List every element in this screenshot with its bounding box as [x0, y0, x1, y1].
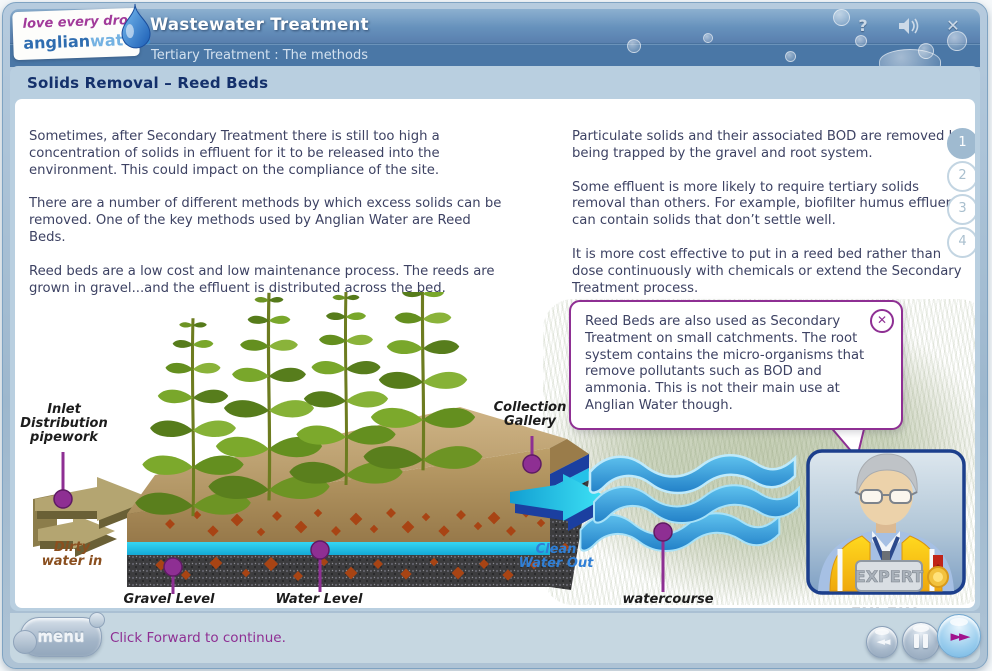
footer-bar: menu Click Forward to continue. ◄◄ ►► — [10, 612, 981, 663]
callout-close-icon[interactable]: ✕ — [870, 309, 894, 333]
page-title: Solids Removal – Reed Beds — [27, 74, 269, 92]
breadcrumb: Tertiary Treatment : The methods — [151, 48, 369, 63]
subheader-bar: Tertiary Treatment : The methods — [10, 44, 980, 67]
clean-water-arrow — [510, 474, 612, 531]
left-text-column: Sometimes, after Secondary Treatment the… — [29, 129, 503, 314]
bubble-decoration — [703, 33, 713, 43]
paragraph: It is more cost effective to put in a re… — [572, 246, 962, 296]
bubble-decoration — [833, 9, 850, 26]
content-area: Sometimes, after Secondary Treatment the… — [15, 99, 975, 608]
step-tab-4[interactable]: 4 — [947, 227, 975, 258]
close-icon[interactable]: ✕ — [946, 16, 960, 35]
menu-button-label: menu — [37, 627, 85, 645]
watercourse-pin — [653, 522, 673, 542]
watercourse-graphic — [579, 454, 800, 552]
paragraph: Particulate solids and their associated … — [572, 129, 965, 161]
header-bar: Wastewater Treatment ? ✕ — [10, 9, 980, 44]
expert-avatar[interactable]: ​ EXPERT — [806, 449, 966, 595]
label-clean-water-out: Clean Water Out — [518, 542, 594, 571]
main-panel: Solids Removal – Reed Beds Sometimes, af… — [10, 66, 980, 611]
water-level-pin — [310, 540, 330, 560]
inlet-pipework-graphic — [33, 477, 155, 557]
pause-bar — [923, 634, 928, 648]
instruction-text: Click Forward to continue. — [110, 630, 286, 646]
reed-bed-diagram — [33, 292, 800, 594]
gravel-level-pin — [163, 557, 183, 577]
audio-icon[interactable] — [896, 16, 922, 38]
label-collection-gallery: Collection Gallery — [493, 400, 567, 429]
paragraph: Reed beds are a low cost and low mainten… — [29, 263, 495, 296]
anglian-water-logo: love every drop anglianwater — [12, 3, 151, 61]
pause-button[interactable] — [902, 622, 940, 660]
paragraph: There are a number of different methods … — [29, 196, 502, 245]
rewind-button[interactable]: ◄◄ — [866, 626, 898, 658]
paragraph: Sometimes, after Secondary Treatment the… — [29, 129, 440, 178]
pause-bar — [914, 634, 919, 648]
expert-callout: Reed Beds are also used as Secondary Tre… — [569, 300, 903, 430]
right-text-column: Particulate solids and their associated … — [572, 129, 972, 314]
help-icon[interactable]: ? — [858, 16, 868, 35]
label-dirty-water-in: Dirty water in — [41, 540, 103, 569]
expert-reflection: EXPERT — [806, 597, 966, 608]
expert-badge-label: EXPERT — [855, 567, 924, 586]
collection-gallery-pin — [522, 454, 542, 474]
bubble-decoration — [947, 31, 967, 51]
forward-button[interactable]: ►► — [937, 614, 981, 658]
speaker-icon — [899, 18, 919, 34]
label-gravel-level: Gravel Level — [123, 592, 215, 607]
app-title: Wastewater Treatment — [150, 15, 369, 34]
label-pins — [53, 436, 673, 594]
label-inlet-distribution-pipework: Inlet Distribution pipework — [20, 402, 108, 445]
menu-button[interactable]: menu — [13, 612, 105, 657]
inlet-pin — [53, 489, 73, 509]
step-tab-2[interactable]: 2 — [947, 161, 975, 192]
water-drop-icon — [118, 3, 154, 53]
step-tab-1[interactable]: 1 — [947, 128, 975, 159]
step-tab-3[interactable]: 3 — [947, 194, 975, 225]
label-water-level: Water Level — [275, 592, 363, 607]
callout-text: Reed Beds are also used as Secondary Tre… — [585, 314, 865, 413]
label-watercourse: watercourse — [622, 592, 714, 607]
bubble-decoration — [855, 35, 867, 47]
bubble-decoration — [627, 39, 641, 53]
bubble-decoration — [785, 51, 796, 62]
paragraph: Some effluent is more likely to require … — [572, 179, 960, 229]
logo-brand-bold: anglian — [22, 31, 91, 53]
